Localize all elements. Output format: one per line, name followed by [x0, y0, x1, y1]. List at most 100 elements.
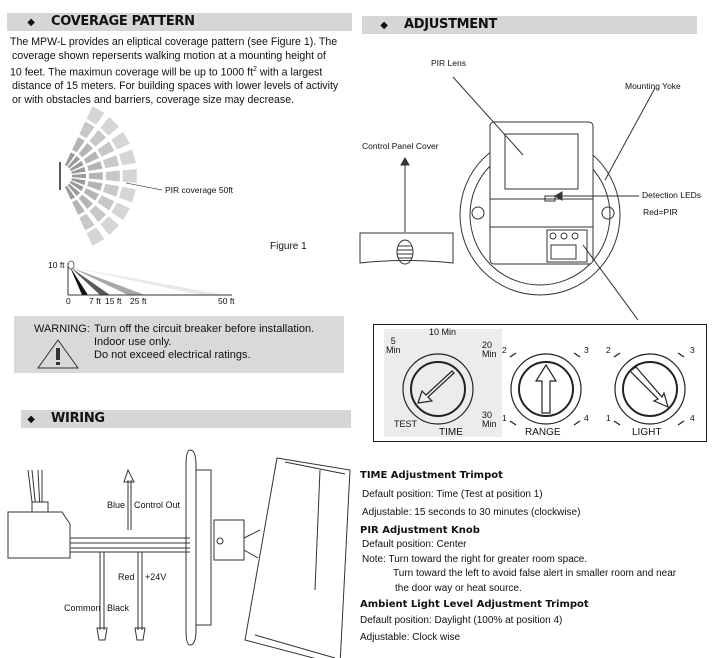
- settings-text: TIME Adjustment Trimpot Default position…: [360, 470, 710, 646]
- warning-box: WARNING: Turn off the circuit breaker be…: [14, 316, 344, 373]
- time-mark: Min: [482, 419, 497, 429]
- distance-label: 50 ft: [218, 296, 235, 306]
- height-label: 10 ft: [48, 260, 65, 270]
- coverage-title: COVERAGE PATTERN: [51, 14, 195, 29]
- range-dial-label: RANGE: [525, 427, 561, 438]
- coverage-fan-diagram: [59, 106, 163, 246]
- coverage-segment: [103, 155, 120, 169]
- coverage-segment: [69, 161, 84, 171]
- setting-line: Default position: Time (Test at position…: [362, 489, 543, 500]
- coverage-segment: [111, 202, 130, 221]
- coverage-segment: [97, 195, 115, 211]
- warning-line: Turn off the circuit breaker before inst…: [94, 323, 315, 335]
- setting-title: TIME Adjustment Trimpot: [360, 470, 503, 481]
- setting-line: Default position: Center: [362, 539, 467, 550]
- light-mark: 3: [690, 345, 695, 355]
- wiring-diagram: [7, 449, 351, 658]
- coverage-segment: [65, 185, 75, 200]
- coverage-segment: [72, 137, 85, 153]
- light-mark: 1: [606, 413, 611, 423]
- coverage-segment: [67, 183, 80, 196]
- text-line: distance of 15 meters. For building spac…: [12, 80, 339, 93]
- coverage-segment: [86, 227, 105, 246]
- coverage-segment: [97, 141, 115, 157]
- range-mark: 1: [502, 413, 507, 423]
- sensor-device-diagram: [359, 76, 656, 321]
- time-mark: Min: [482, 349, 497, 359]
- detection-leds-label: Detection LEDs: [642, 190, 702, 200]
- wire-label-24v: +24V: [145, 572, 167, 582]
- coverage-segment: [78, 143, 93, 158]
- coverage-segment: [111, 131, 130, 150]
- diamond-icon: ◆: [27, 17, 35, 28]
- setting-line: the door way or heat source.: [395, 582, 522, 594]
- light-mark: 2: [606, 345, 611, 355]
- coverage-segment: [100, 116, 120, 136]
- adjustment-header: ◆ ADJUSTMENT: [362, 16, 697, 34]
- coverage-segment: [78, 194, 93, 209]
- range-dial[interactable]: [510, 353, 582, 425]
- warning-label: WARNING:: [34, 323, 90, 335]
- distance-label: 25 ft: [130, 296, 147, 306]
- distance-label: 15 ft: [105, 296, 122, 306]
- warning-line: Do not exceed electrical ratings.: [94, 349, 251, 361]
- range-mark: 3: [584, 345, 589, 355]
- coverage-header: ◆ COVERAGE PATTERN: [7, 13, 352, 31]
- coverage-segment: [103, 183, 120, 197]
- figure-label: Figure 1: [270, 241, 307, 252]
- light-dial[interactable]: [614, 353, 686, 425]
- pir-lens-label: PIR Lens: [431, 58, 466, 68]
- setting-title: PIR Adjustment Knob: [360, 525, 480, 536]
- light-mark: 4: [690, 413, 695, 423]
- time-mark: 30: [482, 410, 493, 420]
- setting-line: Default position: Daylight (100% at posi…: [360, 615, 563, 627]
- coverage-segment: [71, 167, 86, 174]
- coverage-segment: [87, 181, 103, 191]
- coverage-segment: [105, 170, 120, 182]
- diamond-icon: ◆: [380, 20, 388, 31]
- range-mark: 4: [584, 413, 589, 423]
- adjustment-title: ADJUSTMENT: [404, 17, 498, 32]
- coverage-segment: [71, 178, 86, 185]
- wire-label-black: Black: [107, 603, 130, 613]
- coverage-segment: [83, 188, 99, 201]
- warning-line: Indoor use only.: [94, 336, 172, 348]
- coverage-segment: [79, 213, 95, 231]
- time-mark: 10 Min: [429, 327, 457, 337]
- coverage-segment: [72, 173, 86, 179]
- coverage-segment: [87, 161, 103, 171]
- superscript: 2: [253, 66, 257, 74]
- coverage-segment: [89, 129, 107, 147]
- wiring-header: ◆ WIRING: [21, 410, 351, 428]
- wire-label-blue: Blue: [107, 500, 126, 510]
- text-line: or with obstacles and barriers, coverage…: [12, 93, 295, 106]
- time-mark: TEST: [394, 419, 418, 429]
- setting-line: Note: Turn toward the right for greater …: [362, 553, 588, 565]
- coverage-segment: [119, 186, 136, 203]
- coverage-segment: [89, 205, 107, 223]
- coverage-segment: [79, 121, 95, 139]
- leader-line: [125, 182, 163, 191]
- coverage-side-diagram: [67, 260, 232, 296]
- setting-line: Turn toward the left to avoid false aler…: [393, 568, 677, 580]
- coverage-segment: [122, 169, 137, 183]
- setting-line: Adjustable: Clock wise: [360, 632, 461, 644]
- range-mark: 2: [502, 345, 507, 355]
- coverage-segment: [83, 151, 99, 164]
- time-dial-label: TIME: [439, 427, 463, 438]
- time-mark: 5: [390, 336, 396, 346]
- coverage-segment: [72, 199, 85, 215]
- warning-triangle-icon: [37, 339, 79, 369]
- text-line: coverage shown repersents walking motion…: [12, 49, 326, 62]
- control-panel-cover-label: Control Panel Cover: [362, 141, 439, 151]
- coverage-segment: [69, 181, 84, 191]
- diamond-icon: ◆: [27, 414, 35, 425]
- wire-label-common: Common: [64, 603, 101, 613]
- coverage-segment: [67, 156, 80, 169]
- coverage-description: The MPW-L provides an eliptical coverage…: [10, 36, 355, 108]
- time-dial[interactable]: [402, 353, 474, 425]
- distance-label: 7 ft: [89, 296, 101, 306]
- text-line: 10 feet. The maximun coverage will be up…: [10, 66, 254, 79]
- wiring-title: WIRING: [51, 411, 105, 426]
